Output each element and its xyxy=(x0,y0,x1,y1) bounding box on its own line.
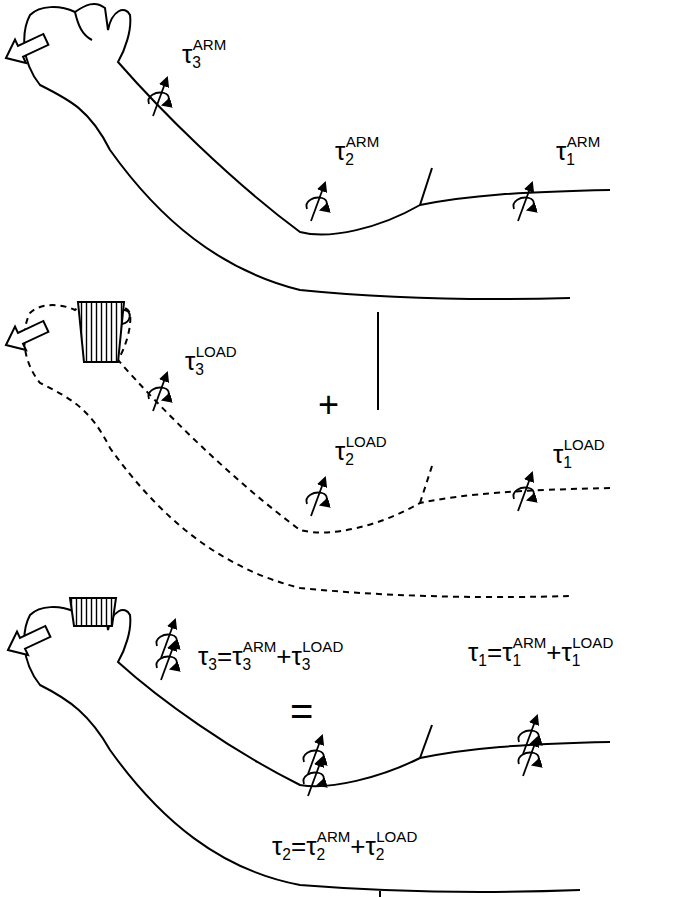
label-part: 2 xyxy=(316,846,325,863)
label-part: 1 xyxy=(563,454,572,471)
label-part: 3 xyxy=(242,656,251,673)
dashed-arm-outline xyxy=(24,302,610,597)
label-part: ARM xyxy=(317,828,351,845)
arm-outline xyxy=(24,4,610,299)
force-arrow xyxy=(3,620,54,662)
label-part: τ xyxy=(198,641,208,671)
label-part: LOAD xyxy=(564,436,605,453)
label-part: 2 xyxy=(345,151,354,168)
arm-outline xyxy=(24,604,610,892)
force-arrow xyxy=(1,315,52,357)
label-part: 2 xyxy=(282,846,291,863)
label-part: + xyxy=(318,384,339,425)
torque-label: τ2ARM xyxy=(335,135,379,168)
torque-symbol xyxy=(156,620,176,680)
label-part: 1 xyxy=(512,652,521,669)
torque-label: τ1LOAD xyxy=(553,438,605,471)
label-part: +τ xyxy=(546,637,571,667)
torque-label: τ1ARM xyxy=(556,135,600,168)
torque-equation: τ2=τ2ARM+τ2LOAD xyxy=(272,830,417,863)
label-part: ARM xyxy=(513,634,547,651)
label-part: τ xyxy=(556,136,566,166)
label-part: 3 xyxy=(208,656,217,673)
torque-symbol xyxy=(306,478,326,516)
cup xyxy=(78,302,124,362)
label-part: τ xyxy=(185,346,195,376)
label-part: τ xyxy=(468,637,478,667)
label-part: LOAD xyxy=(196,343,237,360)
label-part: +τ xyxy=(350,831,375,861)
label-part: = xyxy=(290,689,313,733)
elbow-crease xyxy=(420,725,432,758)
body-line xyxy=(379,891,381,897)
label-part: τ xyxy=(553,439,563,469)
label-part: 2 xyxy=(376,846,385,863)
torque-symbol xyxy=(513,473,533,511)
arm-outline xyxy=(24,4,610,299)
label-part: 3 xyxy=(302,656,311,673)
torque-symbol xyxy=(306,183,326,221)
label-part: 1 xyxy=(572,652,581,669)
label-part: =τ xyxy=(217,641,242,671)
operator-symbol: = xyxy=(290,686,313,736)
label-part: 3 xyxy=(192,54,201,71)
label-part: LOAD xyxy=(346,433,387,450)
label-part: 1 xyxy=(566,151,575,168)
torque-symbol xyxy=(518,716,538,776)
label-part: τ xyxy=(182,39,192,69)
label-part: =τ xyxy=(291,831,316,861)
label-part: ARM xyxy=(193,36,227,53)
cup-handle xyxy=(122,310,130,324)
torque-label: τ2LOAD xyxy=(335,435,387,468)
elbow-crease xyxy=(420,466,432,503)
label-part: ARM xyxy=(567,133,601,150)
finger-line xyxy=(75,12,92,40)
elbow-crease xyxy=(420,168,432,205)
label-part: 1 xyxy=(478,652,487,669)
label-part: ARM xyxy=(243,638,277,655)
force-arrow xyxy=(1,28,52,70)
dashed-arm-outline xyxy=(24,302,610,597)
label-part: LOAD xyxy=(302,638,343,655)
label-part: +τ xyxy=(276,641,301,671)
torque-equation: τ1=τ1ARM+τ1LOAD xyxy=(468,636,613,669)
torque-label: τ3LOAD xyxy=(185,345,237,378)
torque-symbol xyxy=(303,736,323,796)
body-line xyxy=(377,312,379,410)
torque-symbol xyxy=(148,78,168,116)
label-part: ARM xyxy=(346,133,380,150)
cup xyxy=(70,598,116,626)
label-part: =τ xyxy=(487,637,512,667)
label-part: τ xyxy=(272,831,282,861)
label-part: 2 xyxy=(345,451,354,468)
torque-symbol xyxy=(513,183,533,221)
label-part: τ xyxy=(335,136,345,166)
label-part: LOAD xyxy=(376,828,417,845)
torque-equation: τ3=τ3ARM+τ3LOAD xyxy=(198,640,343,673)
label-part: τ xyxy=(335,436,345,466)
torque-label: τ3ARM xyxy=(182,38,226,71)
torque-symbol xyxy=(148,373,168,411)
operator-symbol: + xyxy=(318,382,339,427)
label-part: 3 xyxy=(195,361,204,378)
arm-outline xyxy=(24,604,610,892)
label-part: LOAD xyxy=(572,634,613,651)
